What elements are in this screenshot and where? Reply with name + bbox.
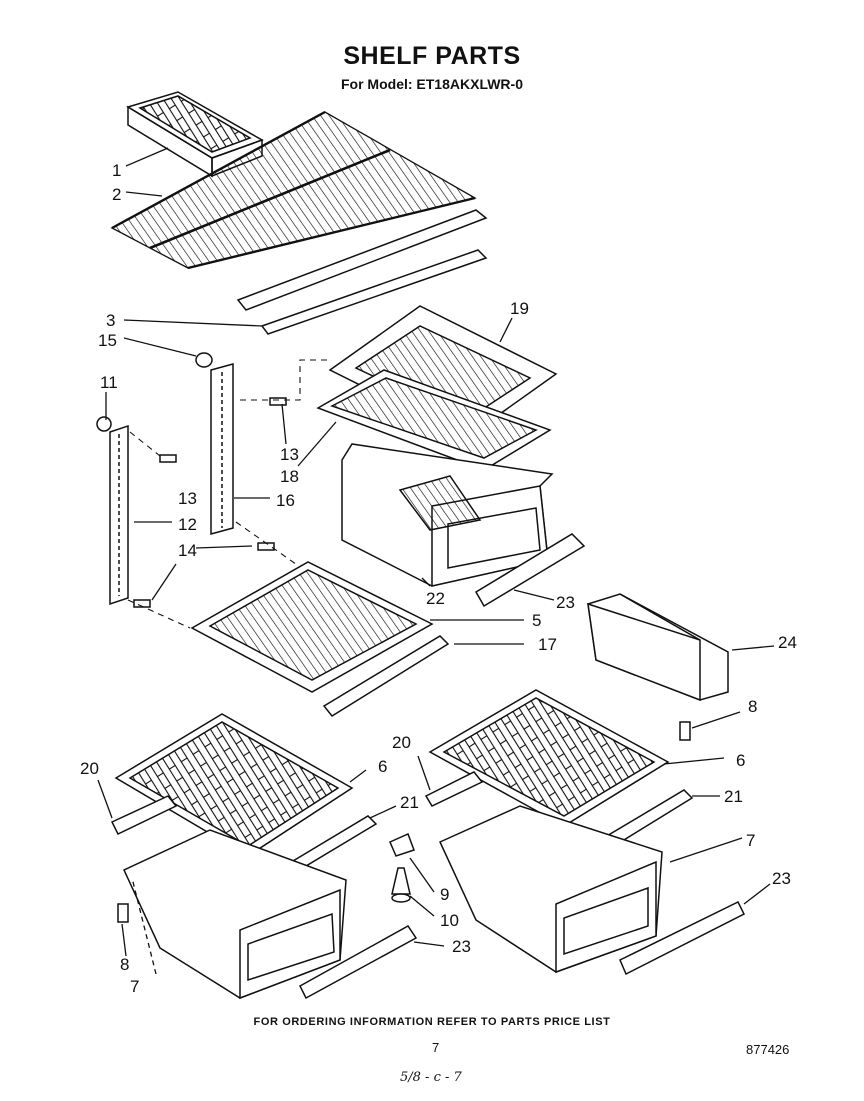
upper-crisper-assembly	[316, 305, 586, 608]
callout-23a: 23	[556, 593, 575, 612]
callout-16: 16	[276, 491, 295, 510]
callout-13b: 13	[178, 489, 197, 508]
diagram-title: SHELF PARTS	[343, 42, 521, 70]
callout-8a: 8	[748, 697, 757, 716]
callout-17: 17	[538, 635, 557, 654]
callout-20b: 20	[80, 759, 99, 778]
callout-23b: 23	[772, 869, 791, 888]
lower-right-crisper-assembly	[424, 689, 746, 976]
callout-15: 15	[98, 331, 117, 350]
control-knob-part	[389, 832, 415, 903]
callout-10: 10	[440, 911, 459, 930]
callout-9: 9	[440, 885, 449, 904]
callout-6b: 6	[378, 757, 387, 776]
callout-labels: 1 2 3 15 11 13 13 18 19 16 12 14 22 23 5…	[80, 161, 797, 996]
callout-21a: 21	[724, 787, 743, 806]
leader-lines	[97, 147, 775, 975]
callout-5: 5	[532, 611, 541, 630]
callout-6a: 6	[736, 751, 745, 770]
callout-1: 1	[112, 161, 121, 180]
handwritten-note: 5/8 - c - 7	[400, 1070, 462, 1085]
document-number: 877426	[746, 1042, 790, 1057]
callout-2: 2	[112, 185, 121, 204]
callout-11: 11	[100, 373, 118, 392]
callout-19: 19	[510, 299, 529, 318]
callout-24: 24	[778, 633, 797, 652]
wire-shelf-part	[110, 110, 477, 270]
callout-18: 18	[280, 467, 299, 486]
callout-22: 22	[426, 589, 445, 608]
ordering-note: FOR ORDERING INFORMATION REFER TO PARTS …	[253, 1016, 611, 1028]
shelf-trim-part	[236, 209, 488, 335]
door-bin-part	[587, 593, 729, 702]
model-subtitle: For Model: ET18AKXLWR-0	[340, 76, 523, 92]
callout-21b: 21	[400, 793, 419, 812]
callout-3: 3	[106, 311, 115, 330]
callout-12: 12	[178, 515, 197, 534]
middle-shelf-part	[190, 561, 450, 717]
callout-20a: 20	[392, 733, 411, 752]
callout-14: 14	[178, 541, 197, 560]
page-number: 7	[432, 1040, 440, 1055]
callout-13a: 13	[280, 445, 299, 464]
lower-left-crisper-assembly	[110, 713, 418, 1000]
callout-23c: 23	[452, 937, 471, 956]
egg-tray-part	[126, 91, 264, 178]
callout-7b: 7	[130, 977, 139, 996]
callout-8b: 8	[120, 955, 129, 974]
callout-7a: 7	[746, 831, 755, 850]
ladder-rails-part	[96, 352, 287, 608]
dashed-guide-lines	[127, 359, 331, 629]
